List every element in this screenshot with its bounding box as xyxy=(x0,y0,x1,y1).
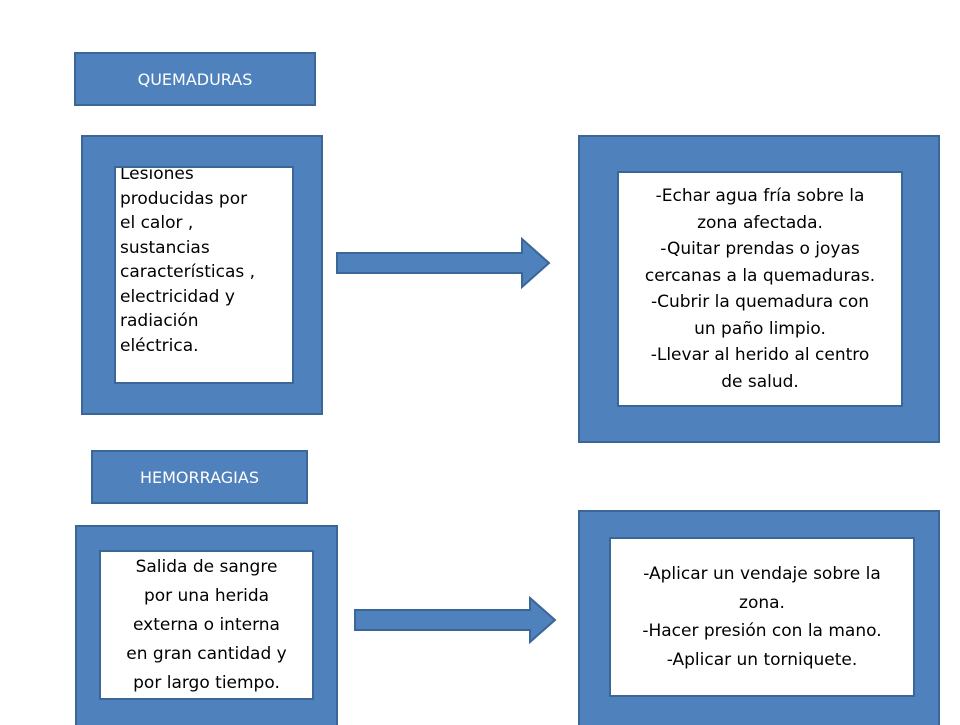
definition-line: características , xyxy=(120,262,256,282)
title-hemorragias-label: HEMORRAGIAS xyxy=(139,467,259,487)
action-line: zona. xyxy=(739,592,785,613)
title-quemaduras: QUEMADURAS xyxy=(74,52,316,106)
action-line: -Echar agua fría sobre la xyxy=(655,186,865,206)
definition-line: eléctrica. xyxy=(120,335,199,356)
definition-line: sustancias xyxy=(120,237,210,258)
action-line: un paño limpio. xyxy=(694,318,826,339)
action-line: cercanas a la quemaduras. xyxy=(644,265,876,286)
definition-box-hemorragias: Salida de sangre por una herida externa … xyxy=(99,550,314,700)
action-line: -Quitar prendas o joyas xyxy=(660,239,860,259)
actions-frame-hemorragias: -Aplicar un vendaje sobre la zona. -Hace… xyxy=(578,510,940,725)
action-line: zona afectada. xyxy=(697,212,823,233)
action-line: de salud. xyxy=(721,371,799,392)
action-line: -Aplicar un vendaje sobre la xyxy=(643,564,881,584)
definition-line: por largo tiempo. xyxy=(133,672,280,693)
definition-line: externa o interna xyxy=(133,614,280,635)
title-hemorragias: HEMORRAGIAS xyxy=(91,450,308,504)
definition-line: por una herida xyxy=(143,585,270,606)
arrow-right-icon xyxy=(354,595,557,645)
definition-line: electricidad y xyxy=(120,286,235,307)
definition-line: radiación xyxy=(120,311,199,331)
definition-box-quemaduras: Lesiones producidas por el calor , susta… xyxy=(114,166,294,384)
definition-line: Salida de sangre xyxy=(135,556,278,577)
definition-line: en gran cantidad y xyxy=(126,643,287,664)
actions-box-hemorragias: -Aplicar un vendaje sobre la zona. -Hace… xyxy=(609,537,915,697)
arrow-right-icon xyxy=(336,236,551,290)
definition-line: Lesiones xyxy=(120,166,194,184)
title-quemaduras-label: QUEMADURAS xyxy=(137,69,253,89)
action-line: -Llevar al herido al centro xyxy=(650,345,870,365)
actions-box-quemaduras: -Echar agua fría sobre la zona afectada.… xyxy=(617,171,903,407)
action-line: -Cubrir la quemadura con xyxy=(650,292,870,312)
definition-line: el calor , xyxy=(120,213,194,233)
definition-line: producidas por xyxy=(120,188,248,209)
action-line: -Aplicar un torniquete. xyxy=(666,649,858,670)
definition-frame-hemorragias: Salida de sangre por una herida externa … xyxy=(75,525,338,725)
definition-frame-quemaduras: Lesiones producidas por el calor , susta… xyxy=(81,135,323,415)
actions-frame-quemaduras: -Echar agua fría sobre la zona afectada.… xyxy=(578,135,940,443)
action-line: -Hacer presión con la mano. xyxy=(642,621,882,641)
